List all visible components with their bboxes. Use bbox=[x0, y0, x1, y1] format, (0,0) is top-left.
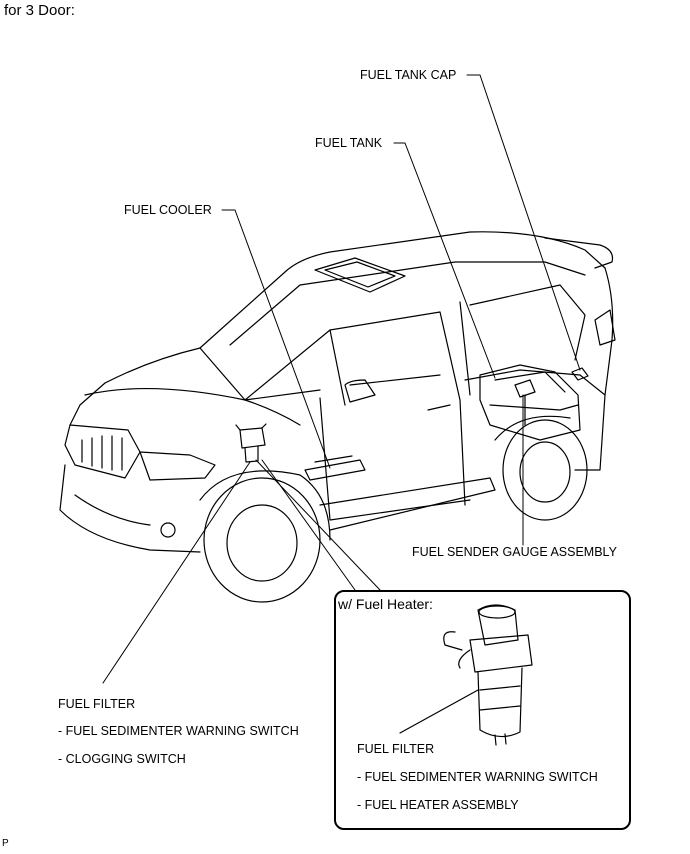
inset-title: w/ Fuel Heater: bbox=[338, 596, 433, 612]
label-fuel-tank-cap: FUEL TANK CAP bbox=[360, 68, 457, 82]
label-fuel-cooler: FUEL COOLER bbox=[124, 203, 212, 217]
label-fuel-tank: FUEL TANK bbox=[315, 136, 383, 150]
label-fuel-filter-item: - FUEL SEDIMENTER WARNING SWITCH bbox=[58, 724, 299, 738]
label-fuel-sender-gauge: FUEL SENDER GAUGE ASSEMBLY bbox=[412, 545, 617, 559]
inset-panel bbox=[334, 590, 631, 830]
inset-label-item: - FUEL SEDIMENTER WARNING SWITCH bbox=[357, 770, 598, 784]
figure-code: P bbox=[2, 838, 9, 849]
inset-label-fuel-filter: FUEL FILTER bbox=[357, 742, 435, 756]
label-fuel-filter-item: - CLOGGING SWITCH bbox=[58, 752, 186, 766]
page-heading: for 3 Door: bbox=[4, 2, 75, 19]
inset-fuel-filter-drawing bbox=[399, 604, 533, 746]
leader-lines bbox=[102, 74, 581, 684]
inset-label-item: - FUEL HEATER ASSEMBLY bbox=[357, 798, 519, 812]
label-fuel-filter: FUEL FILTER bbox=[58, 697, 136, 711]
vehicle-body-outline bbox=[59, 231, 616, 603]
